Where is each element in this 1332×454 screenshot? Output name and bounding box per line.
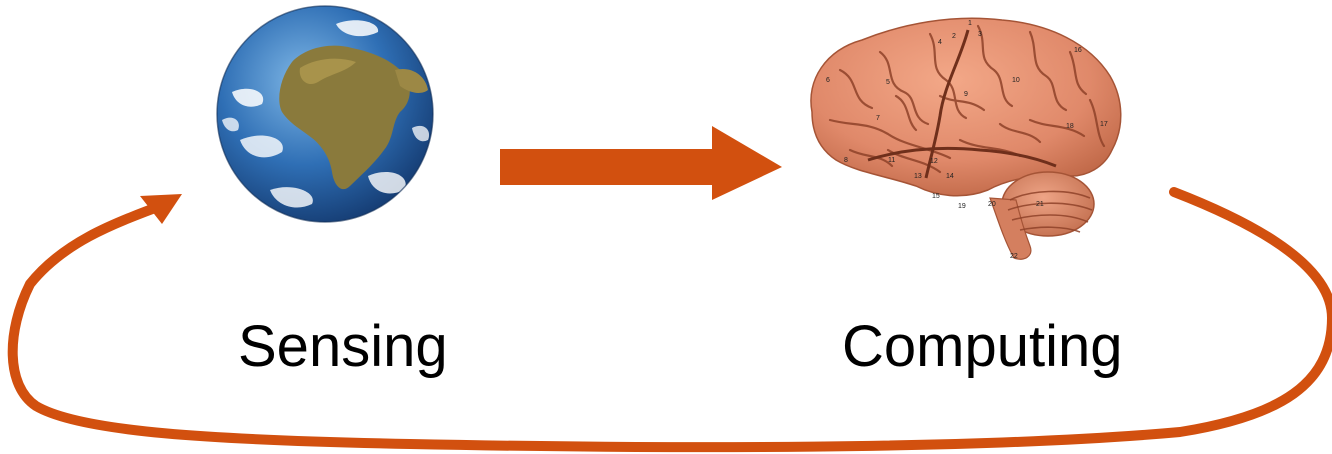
brain-annotation: 22 <box>1010 253 1018 260</box>
brain-annotation: 2 <box>952 33 956 40</box>
brain-annotation: 19 <box>958 203 966 210</box>
brain-annotation: 6 <box>826 77 830 84</box>
brain-annotation: 17 <box>1100 121 1108 128</box>
brain-annotation: 15 <box>932 193 940 200</box>
brain-annotation: 7 <box>876 115 880 122</box>
brain-annotation: 16 <box>1074 47 1082 54</box>
brain-annotation: 12 <box>930 158 938 165</box>
human-brain-icon: 1 2 3 4 5 6 7 8 9 10 11 12 13 14 15 16 1… <box>811 18 1121 260</box>
earth-globe-icon <box>217 6 433 222</box>
brain-annotation: 14 <box>946 173 954 180</box>
brain-annotation: 20 <box>988 201 996 208</box>
brain-annotation: 13 <box>914 173 922 180</box>
brain-annotation: 9 <box>964 91 968 98</box>
sensing-label: Sensing <box>238 318 448 376</box>
sensing-to-computing-arrow <box>500 126 782 200</box>
computing-label: Computing <box>842 318 1122 376</box>
brain-annotation: 3 <box>978 31 982 38</box>
brain-annotation: 21 <box>1036 201 1044 208</box>
brain-annotation: 11 <box>888 157 895 164</box>
brain-annotation: 8 <box>844 157 848 164</box>
feedback-loop-arrow <box>13 192 1332 447</box>
brain-annotation: 18 <box>1066 123 1074 130</box>
brain-annotation: 1 <box>968 20 972 27</box>
brain-annotation: 5 <box>886 79 890 86</box>
brain-annotation: 4 <box>938 39 942 46</box>
brain-annotation: 10 <box>1012 77 1020 84</box>
